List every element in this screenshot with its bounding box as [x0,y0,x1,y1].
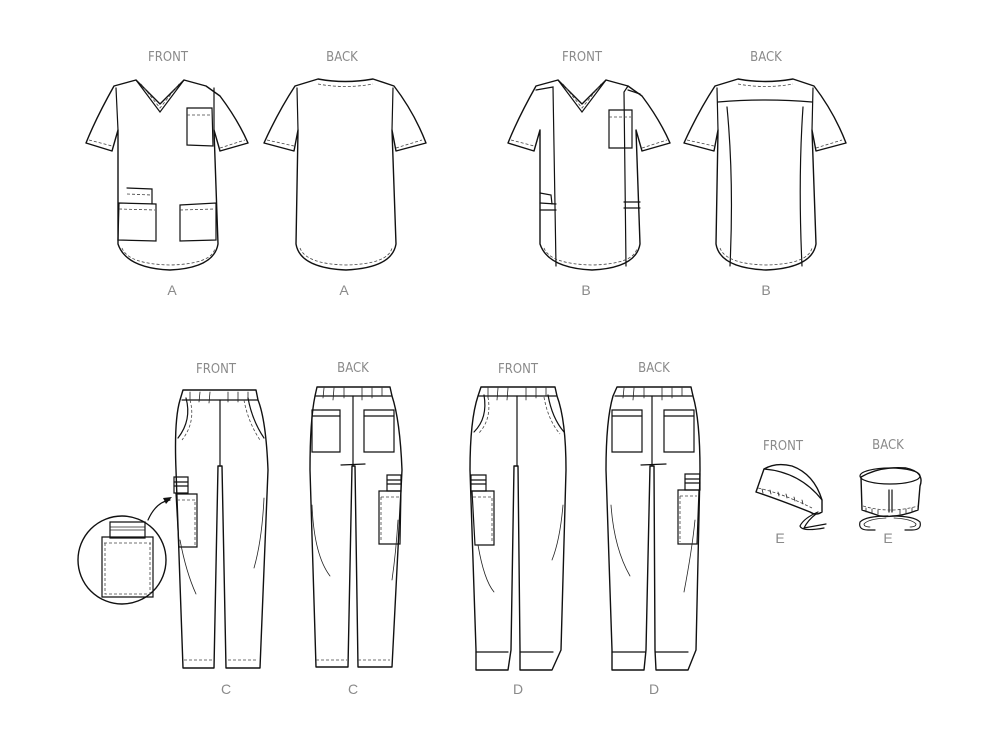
view-code-d-back: D [648,681,660,697]
view-label-b-back: BACK [750,50,782,65]
view-label-c-back: BACK [337,361,369,376]
view-label-a-back: BACK [326,50,358,65]
arrow-head-icon [163,497,172,504]
view-code-e-front: E [775,530,785,546]
view-code-e-back: E [883,530,893,546]
scrub-cap-e-front [755,463,827,531]
view-code-b-front: B [581,282,591,298]
scrub-top-a-front [85,79,249,271]
scrub-top-b-front [507,79,671,271]
pants-d-front [469,386,567,671]
view-label-c-front: FRONT [196,362,236,377]
scrub-top-a-back [263,78,427,271]
pants-d-back [605,386,701,671]
cargo-pocket-detail-inset [77,497,172,605]
view-code-d-front: D [512,681,524,697]
view-label-d-back: BACK [638,361,670,376]
scrub-top-b-back [683,78,847,271]
view-code-c-front: C [220,681,232,697]
view-code-c-back: C [347,681,359,697]
view-code-a-back: A [339,282,349,298]
pants-c-front [173,389,269,669]
view-code-a-front: A [167,282,177,298]
view-label-a-front: FRONT [148,50,188,65]
view-label-d-front: FRONT [498,362,538,377]
scrub-cap-e-back [859,467,922,531]
view-label-e-back: BACK [872,438,904,453]
pants-c-back [309,386,403,668]
view-label-e-front: FRONT [763,439,803,454]
view-code-b-back: B [761,282,771,298]
view-label-b-front: FRONT [562,50,602,65]
